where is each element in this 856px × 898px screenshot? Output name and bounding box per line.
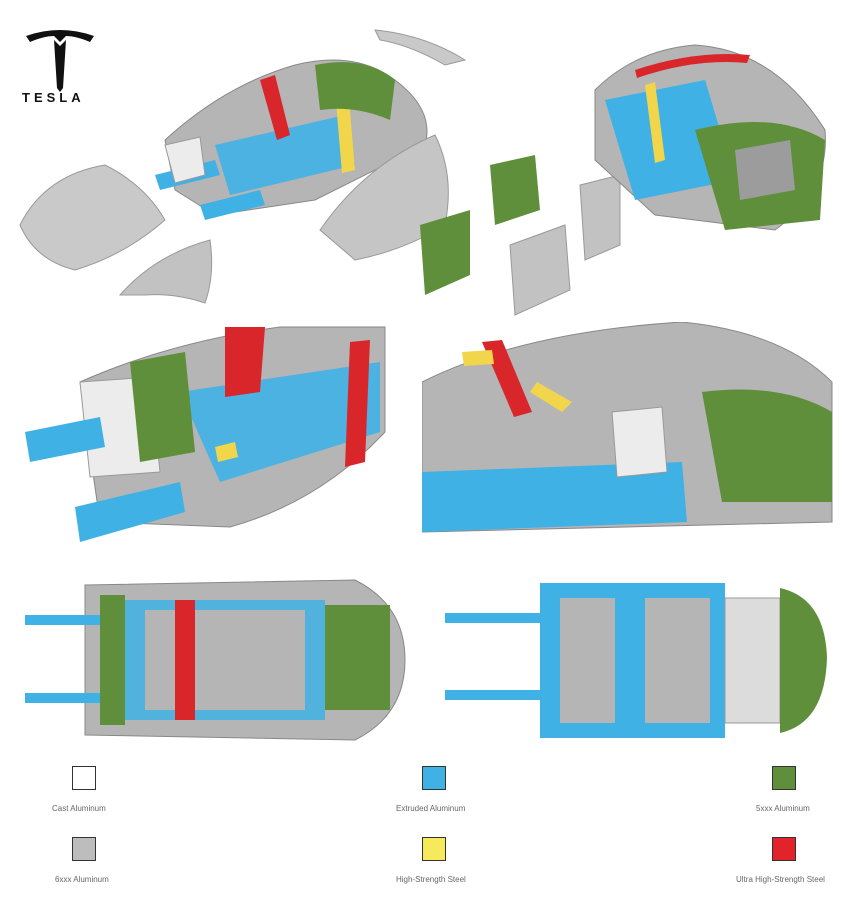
battery-floor-6xxx-b bbox=[645, 598, 710, 723]
legend-swatch-extruded-aluminum bbox=[422, 766, 446, 790]
b-pillar-hss-brace bbox=[530, 382, 572, 412]
front-rail-lower bbox=[75, 482, 185, 542]
rocker-extrusion bbox=[422, 462, 687, 532]
front-5xxx-plan bbox=[100, 595, 125, 725]
b-pillar-uhss bbox=[482, 340, 532, 417]
battery-floor-6xxx-a bbox=[560, 598, 615, 723]
legend-swatch-6xxx-aluminum bbox=[72, 837, 96, 861]
rear-three-quarter-view bbox=[594, 44, 826, 231]
top-plan-view bbox=[25, 579, 406, 741]
floor-extrusions-rear bbox=[605, 80, 735, 200]
legend-swatch-ultra-high-strength-steel bbox=[772, 837, 796, 861]
front-cast-node bbox=[164, 136, 206, 184]
rear-5xxx-plan bbox=[325, 605, 390, 710]
roof-panel bbox=[374, 29, 467, 66]
front-fender bbox=[118, 239, 213, 304]
roof-rail-uhss bbox=[635, 54, 750, 78]
b-pillar-hss-rear bbox=[645, 82, 665, 163]
front-rails-under bbox=[445, 613, 540, 623]
exploded-doors-view bbox=[490, 155, 621, 316]
front-door-outer bbox=[509, 224, 571, 316]
front-rails-plan bbox=[25, 615, 100, 625]
exploded-body-view bbox=[19, 29, 470, 304]
legend-swatch-5xxx-aluminum bbox=[772, 766, 796, 790]
underbody-plan-view bbox=[445, 583, 827, 738]
tunnel-uhss-plan bbox=[175, 600, 195, 720]
tesla-t-logo-icon bbox=[26, 30, 94, 92]
legend-label-6xxx-aluminum: 6xxx Aluminum bbox=[55, 875, 109, 884]
rear-5xxx-under bbox=[780, 588, 827, 733]
floor-extrusions bbox=[215, 115, 355, 195]
rear-5xxx bbox=[315, 62, 395, 120]
rear-closeup-view bbox=[422, 322, 833, 533]
rear-door-inner bbox=[490, 155, 540, 225]
legend-label-cast-aluminum: Cast Aluminum bbox=[52, 804, 106, 813]
legend-swatch-cast-aluminum bbox=[72, 766, 96, 790]
body-side-outer bbox=[319, 134, 449, 261]
front-rails-plan-2 bbox=[25, 693, 100, 703]
rocker-uhss bbox=[345, 340, 370, 467]
legend-swatch-high-strength-steel bbox=[422, 837, 446, 861]
rear-rail-5xxx bbox=[702, 389, 832, 502]
a-pillar-uhss bbox=[260, 75, 290, 140]
hss-node bbox=[462, 350, 494, 366]
legend-label-extruded-aluminum: Extruded Aluminum bbox=[396, 804, 466, 813]
dash-5xxx bbox=[130, 352, 195, 462]
legend-label-5xxx-aluminum: 5xxx Aluminum bbox=[756, 804, 810, 813]
tesla-wordmark: TESLA bbox=[22, 90, 85, 105]
front-rails-under-2 bbox=[445, 690, 540, 700]
rear-cast-node bbox=[735, 140, 795, 200]
hood-panel bbox=[19, 164, 166, 271]
floor-6xxx-plan bbox=[145, 610, 305, 710]
front-door-inner bbox=[420, 210, 470, 295]
rear-door-outer bbox=[579, 174, 621, 261]
hss-bracket bbox=[215, 442, 238, 462]
rear-cast-node-closeup bbox=[611, 406, 668, 478]
rear-cast-under bbox=[724, 597, 781, 724]
legend-label-ultra-high-strength-steel: Ultra High-Strength Steel bbox=[736, 875, 825, 884]
front-closeup-view bbox=[25, 326, 386, 542]
legend-label-high-strength-steel: High-Strength Steel bbox=[396, 875, 466, 884]
a-pillar-uhss-closeup bbox=[225, 327, 265, 397]
front-rail-upper bbox=[25, 417, 105, 462]
front-rail-right bbox=[200, 190, 265, 220]
